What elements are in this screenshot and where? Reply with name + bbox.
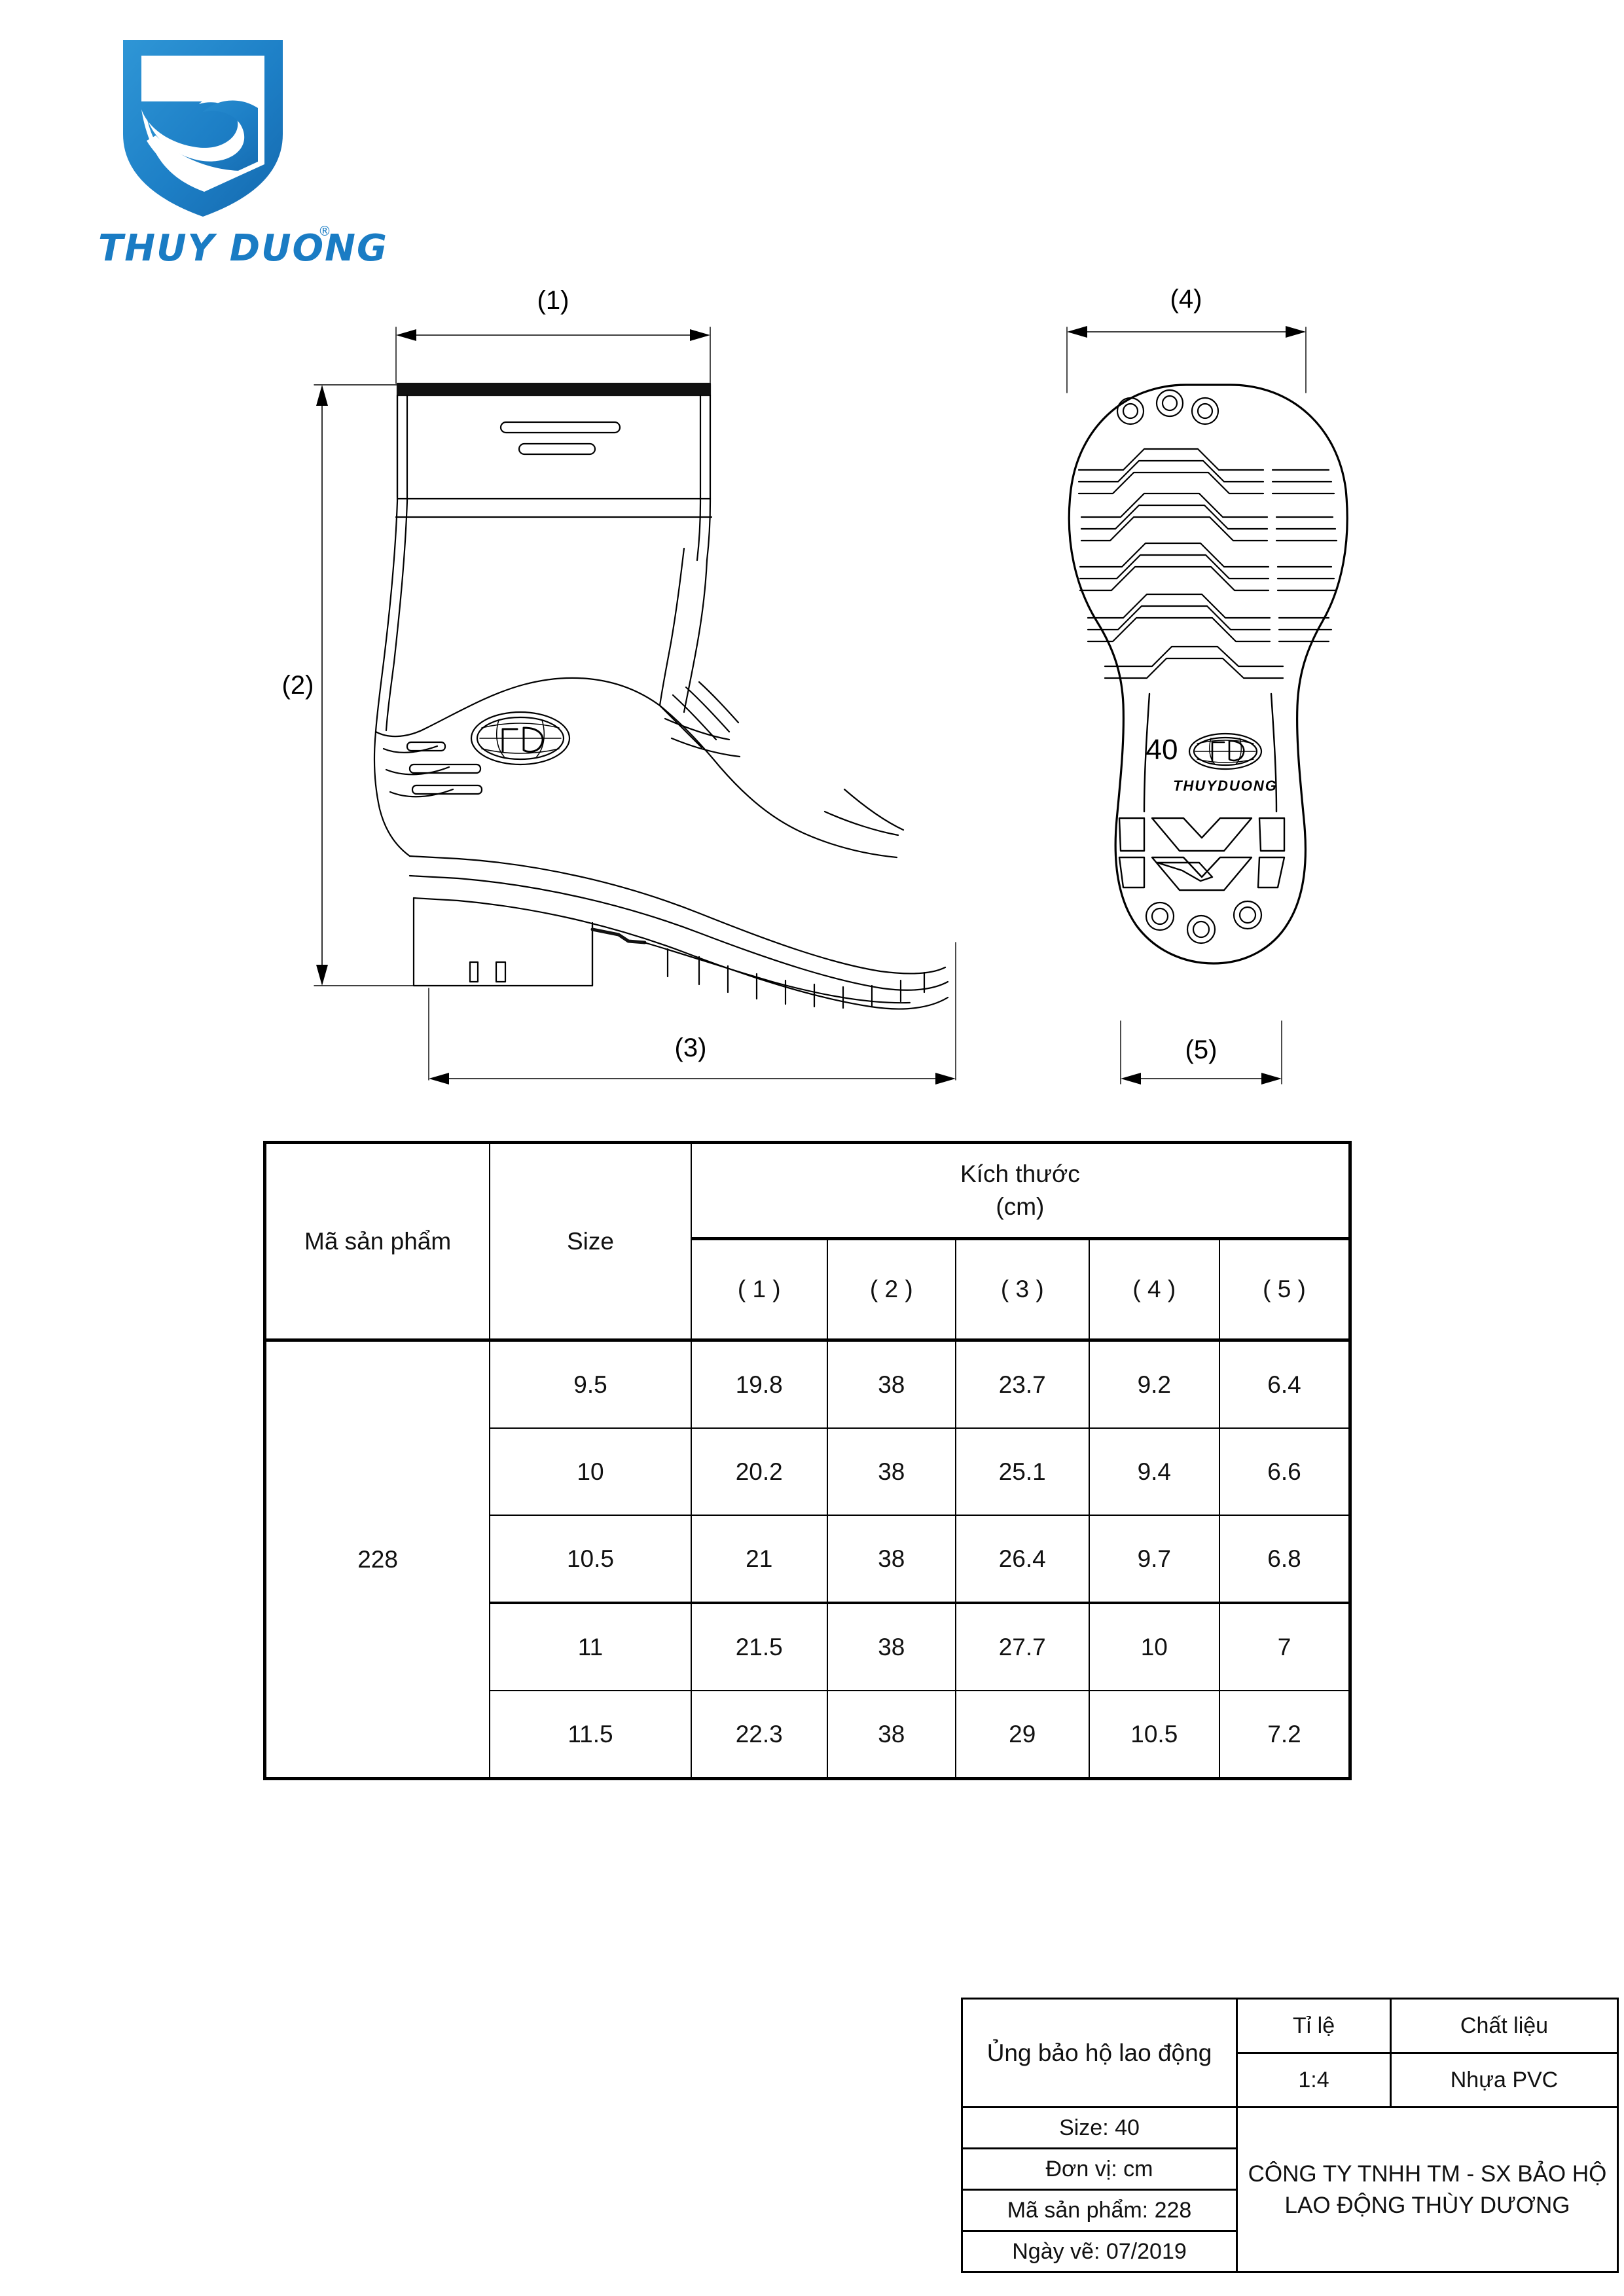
cell-product-code: 228 [263, 1338, 491, 1780]
header-dim-3: ( 3 ) [954, 1237, 1090, 1341]
sole-size-mark: 40 [1146, 734, 1178, 766]
material-value: Nhựa PVC [1390, 2052, 1619, 2108]
sole-heel-stud-icon [1145, 900, 1263, 944]
company-logo: THUY DUONG ® [98, 36, 388, 272]
company-name-line1: CÔNG TY TNHH TM - SX BẢO HỘ [1248, 2161, 1607, 2187]
dimension-label-4: (4) [1170, 285, 1202, 314]
boot-side-logo-icon [470, 711, 571, 766]
header-product-code: Mã sản phẩm [263, 1141, 491, 1341]
table-row: 11 21.5 38 27.7 10 7 [265, 1602, 1352, 1691]
size-table: Mã sản phẩm Size Kích thước (cm) ( 1 ) (… [263, 1141, 1352, 1780]
header-dim-4: ( 4 ) [1088, 1237, 1220, 1341]
table-header-row-top: Mã sản phẩm Size Kích thước (cm) [263, 1141, 1352, 1341]
cell-d3: 26.4 [954, 1515, 1090, 1604]
cell-d1: 22.3 [690, 1690, 828, 1780]
table-row: 10 20.2 38 25.1 9.4 6.6 [265, 1427, 1352, 1516]
title-block: Ủng bảo hộ lao động Tỉ lệ Chất liệu 1:4 … [961, 1998, 1619, 2273]
cell-d2: 38 [826, 1338, 956, 1429]
cell-d3: 27.7 [954, 1602, 1090, 1691]
scale-value: 1:4 [1236, 2052, 1392, 2108]
company-name: CÔNG TY TNHH TM - SX BẢO HỘ LAO ĐỘNG THÙ… [1236, 2106, 1619, 2273]
cell-d4: 10.5 [1088, 1690, 1220, 1780]
dimension-label-3: (3) [675, 1033, 707, 1062]
cell-d5: 6.6 [1218, 1427, 1352, 1516]
date-line: Ngày vẽ: 07/2019 [961, 2230, 1238, 2273]
cell-size: 11 [489, 1602, 692, 1691]
cell-d1: 20.2 [690, 1427, 828, 1516]
material-label: Chất liệu [1390, 1998, 1619, 2054]
dimension-label-2: (2) [282, 671, 314, 700]
sole-brand-text: THUYDUONG [1173, 778, 1278, 794]
cell-size: 10.5 [489, 1515, 692, 1604]
registered-trademark-icon: ® [318, 223, 331, 239]
header-dimensions-unit: (cm) [996, 1193, 1045, 1220]
table-row: 10.5 21 38 26.4 9.7 6.8 [265, 1515, 1352, 1604]
header-dim-2: ( 2 ) [826, 1237, 956, 1341]
table-row: 228 9.5 19.8 38 23.7 9.2 6.4 [263, 1338, 1352, 1780]
cell-d5: 6.4 [1218, 1338, 1352, 1429]
cell-d4: 9.2 [1088, 1338, 1220, 1429]
cell-d3: 25.1 [954, 1427, 1090, 1516]
cell-d5: 7 [1218, 1602, 1352, 1691]
header-dimensions-title: Kích thước [960, 1160, 1080, 1188]
cell-d2: 38 [826, 1427, 956, 1516]
cell-d2: 38 [826, 1690, 956, 1780]
logo-wordmark: THUY DUONG [98, 227, 388, 270]
technical-drawing: 40 THUYDUONG [282, 285, 1348, 1085]
sole-stud-icon [1116, 389, 1219, 425]
table-header-row-sub: ( 1 ) ( 2 ) ( 3 ) ( 4 ) ( 5 ) [265, 1237, 1352, 1341]
sole-logo-icon [1188, 732, 1263, 770]
product-name: Ủng bảo hộ lao động [961, 1998, 1238, 2108]
header-size: Size [489, 1141, 692, 1341]
header-dim-1: ( 1 ) [690, 1237, 828, 1341]
shield-logo-icon [123, 40, 283, 217]
cell-d3: 23.7 [954, 1338, 1090, 1429]
cell-d2: 38 [826, 1602, 956, 1691]
dimension-label-5: (5) [1185, 1035, 1218, 1064]
dimension-label-1: (1) [537, 286, 569, 315]
product-code-line: Mã sản phẩm: 228 [961, 2189, 1238, 2232]
scale-label: Tỉ lệ [1236, 1998, 1392, 2054]
cell-d1: 21.5 [690, 1602, 828, 1691]
size-line: Size: 40 [961, 2106, 1238, 2149]
header-dim-5: ( 5 ) [1218, 1237, 1352, 1341]
cell-d4: 9.7 [1088, 1515, 1220, 1604]
cell-d5: 7.2 [1218, 1690, 1352, 1780]
cell-d3: 29 [954, 1690, 1090, 1780]
boot-side-view [314, 327, 956, 1085]
table-row: 11.5 22.3 38 29 10.5 7.2 [265, 1690, 1352, 1780]
cell-d4: 9.4 [1088, 1427, 1220, 1516]
cell-d5: 6.8 [1218, 1515, 1352, 1604]
unit-line: Đơn vị: cm [961, 2147, 1238, 2191]
cell-size: 10 [489, 1427, 692, 1516]
cell-d2: 38 [826, 1515, 956, 1604]
cell-d1: 21 [690, 1515, 828, 1604]
company-name-line2: LAO ĐỘNG THÙY DƯƠNG [1284, 2192, 1570, 2218]
boot-sole-view: 40 THUYDUONG [1066, 326, 1348, 1085]
cell-size: 9.5 [489, 1338, 692, 1429]
header-dimensions: Kích thước (cm) [690, 1141, 1352, 1240]
cell-d1: 19.8 [690, 1338, 828, 1429]
cell-d4: 10 [1088, 1602, 1220, 1691]
cell-size: 11.5 [489, 1690, 692, 1780]
